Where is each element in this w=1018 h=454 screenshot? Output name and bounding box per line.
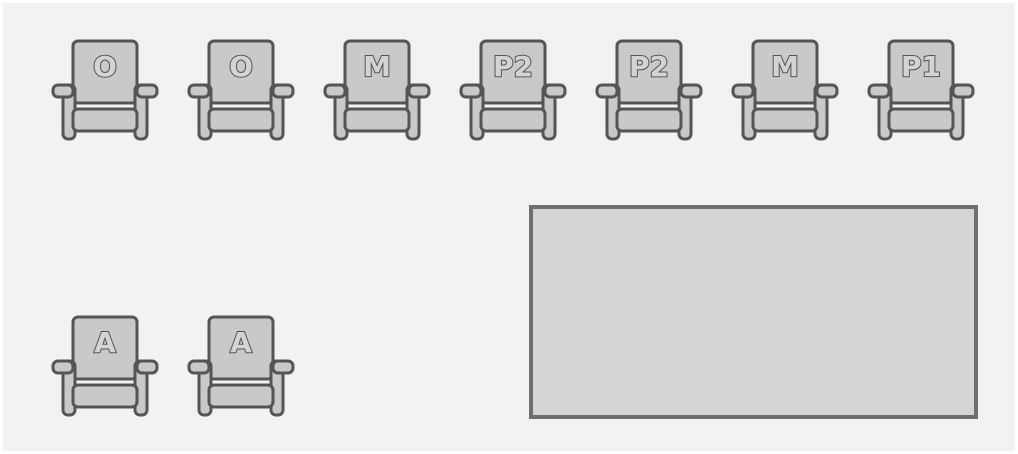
seat-label: P2 [492, 50, 534, 84]
armchair-shape [51, 315, 159, 417]
seat-label: M [362, 50, 392, 84]
armchair-icon: P2 [595, 39, 703, 143]
armchair-shape [187, 39, 295, 141]
armchair-shape [731, 39, 839, 141]
seat-label: A [229, 326, 253, 360]
armchair-icon: O [51, 39, 159, 143]
seat-label: O [92, 50, 118, 84]
armchair-icon: P1 [867, 39, 975, 143]
armchair-icon: A [187, 315, 295, 419]
table-rectangle [529, 205, 978, 419]
seating-layout: O O M P2 [3, 3, 1015, 451]
armchair-icon: P2 [459, 39, 567, 143]
armchair-shape [187, 315, 295, 417]
armchair-icon: M [323, 39, 431, 143]
armchair-icon: A [51, 315, 159, 419]
armchair-shape [867, 39, 975, 141]
seat-label: P1 [900, 50, 942, 84]
seat-label: M [770, 50, 800, 84]
armchair-icon: M [731, 39, 839, 143]
armchair-shape [459, 39, 567, 141]
armchair-icon: O [187, 39, 295, 143]
armchair-shape [323, 39, 431, 141]
seat-label: P2 [628, 50, 670, 84]
armchair-shape [595, 39, 703, 141]
seat-label: A [93, 326, 117, 360]
seat-label: O [228, 50, 254, 84]
armchair-shape [51, 39, 159, 141]
